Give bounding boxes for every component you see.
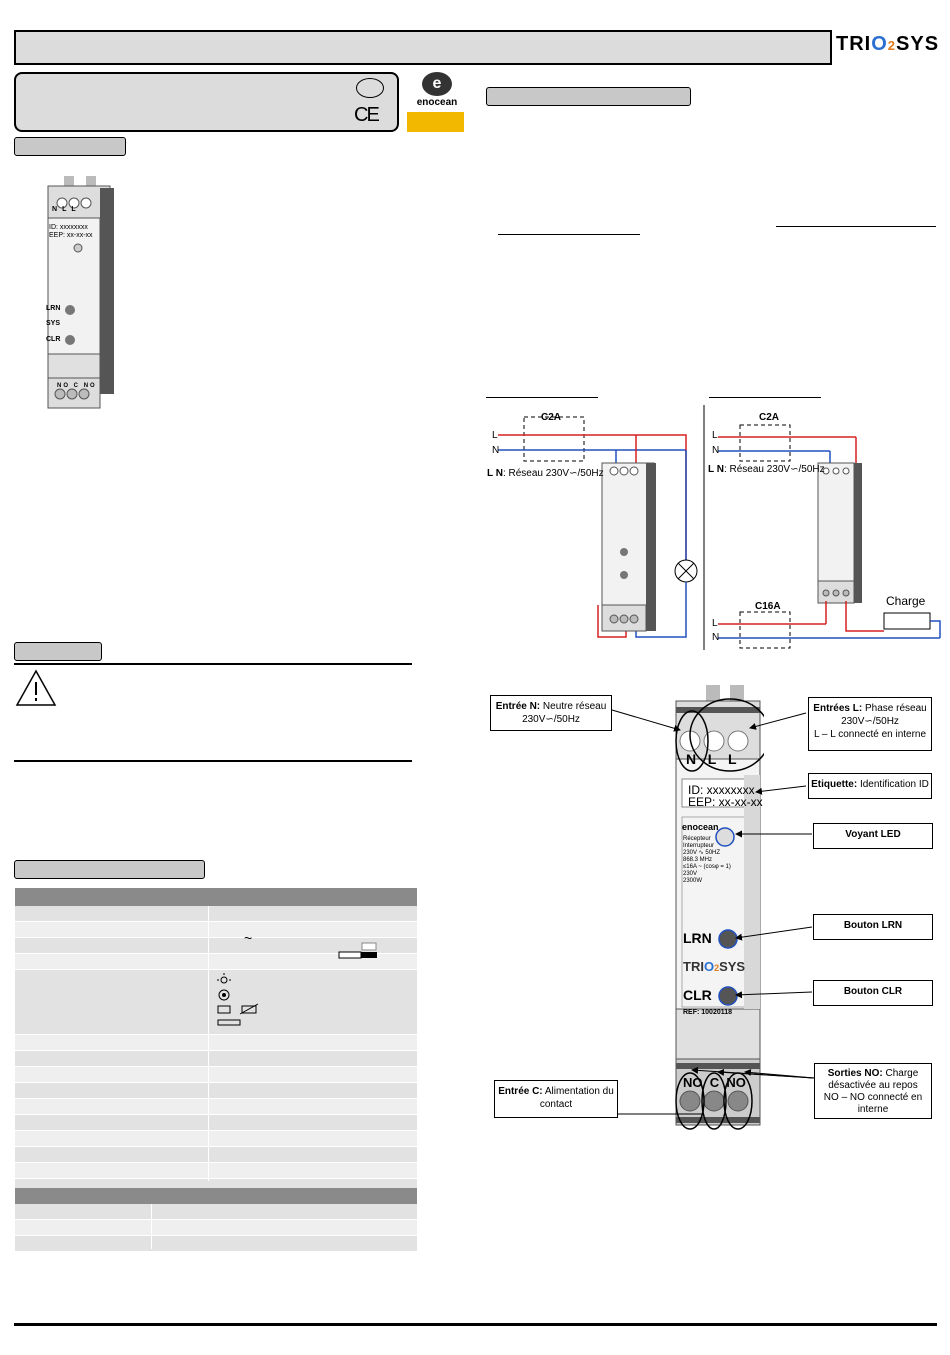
device-large-ref: REF: 10020118 xyxy=(683,1009,733,1016)
right-l-label: L xyxy=(712,430,718,441)
small-lrn-label: LRN xyxy=(46,305,61,312)
section-header-presentation xyxy=(14,137,126,156)
callout-arrows xyxy=(611,709,815,1115)
underline xyxy=(709,397,821,398)
product-title-box xyxy=(14,72,399,132)
din-symbol-icon xyxy=(338,942,377,959)
c16a-breaker-label: C16A xyxy=(755,601,781,612)
left-l-label: L xyxy=(492,430,498,441)
section-header-specs xyxy=(14,860,205,879)
left-breaker-label: C2A xyxy=(541,412,562,423)
device-large-brand: TRIO2SYS xyxy=(683,959,746,974)
device-large-lrn-label: LRN xyxy=(683,930,712,946)
callout-etiquette: Etiquette: Identification ID xyxy=(808,773,932,799)
callout-voyant-led: Voyant LED xyxy=(813,823,933,849)
wiring-diagrams xyxy=(498,405,941,650)
specs-table-2-header xyxy=(15,1188,417,1204)
footer-rule xyxy=(14,1323,937,1326)
device-large-top-terminals: N L L xyxy=(686,751,737,767)
callout-bouton-clr: Bouton CLR xyxy=(813,980,933,1006)
small-brand: SYS xyxy=(46,320,61,327)
underline xyxy=(498,234,640,235)
callout-bouton-lrn: Bouton LRN xyxy=(813,914,933,940)
device-large-info: Récepteur Interrupteur 230V ∿ 50HZ 868.3… xyxy=(683,836,731,884)
right2-n-label: N xyxy=(712,632,720,643)
right-n-label: N xyxy=(712,445,720,456)
right-network-label: L N: Réseau 230V∽/50Hz xyxy=(708,464,825,475)
right2-l-label: L xyxy=(712,618,718,629)
device-enocean-mark: enocean xyxy=(682,822,719,832)
device-large-clr-label: CLR xyxy=(683,987,712,1003)
load-types-icons xyxy=(217,973,259,1026)
left-network-label: L N: Réseau 230V∽/50Hz xyxy=(487,468,604,479)
small-clr-label: CLR xyxy=(46,336,61,343)
header-banner xyxy=(14,30,832,65)
warning-rule-top xyxy=(14,663,412,665)
device-photo-small xyxy=(47,176,114,409)
tilde-symbol: ~ xyxy=(244,930,253,946)
underline xyxy=(486,397,598,398)
left-n-label: N xyxy=(492,445,500,456)
specs-table-header xyxy=(15,888,417,906)
small-bottom-terminals: NO C NO xyxy=(57,383,97,389)
ce-mark: CE xyxy=(354,104,380,126)
charge-label: Charge xyxy=(886,594,926,608)
section-header-right xyxy=(486,87,691,106)
section-header-warning xyxy=(14,642,102,661)
right-breaker-label: C2A xyxy=(759,412,780,423)
trio2sys-logo: TRIO2SYS xyxy=(836,33,940,55)
certification-circle-icon xyxy=(356,78,384,98)
enocean-logo: e enocean xyxy=(408,72,466,112)
specs-table-2 xyxy=(15,1204,417,1252)
specs-col-divider xyxy=(208,906,209,1181)
small-top-terminals: NLL xyxy=(52,206,81,213)
underline xyxy=(776,226,936,227)
warning-rule-bottom xyxy=(14,760,412,762)
enocean-yellow-band xyxy=(407,112,464,132)
warning-triangle-icon xyxy=(15,669,57,706)
specs-2-col-divider xyxy=(151,1204,152,1249)
device-large-bottom-terminals: NO C NO xyxy=(683,1075,746,1090)
